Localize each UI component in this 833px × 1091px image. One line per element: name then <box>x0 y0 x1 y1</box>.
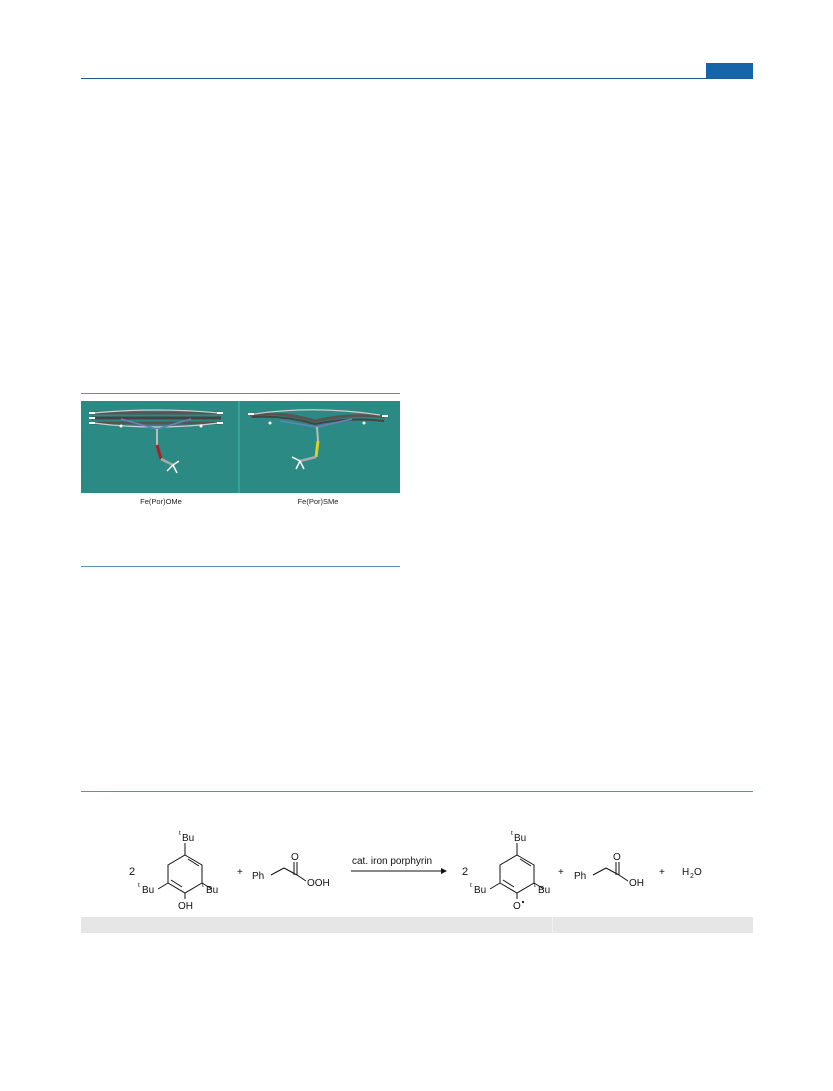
arrow-label: cat. iron porphyrin <box>352 856 432 867</box>
water-h: H <box>682 867 689 878</box>
figure-label-right: Fe(Por)SMe <box>297 497 339 506</box>
figure-rule-top <box>81 393 400 394</box>
peracid-carbonyl-o: O <box>291 852 299 863</box>
plus-3: + <box>659 867 665 878</box>
reaction-scheme: 2 t Bu t Bu t Bu OH + Ph O OOH cat. iron… <box>129 830 702 912</box>
panel-separator <box>238 401 240 493</box>
peracid-ooh: OOH <box>307 878 330 889</box>
phenol-tbu-left: Bu <box>142 885 154 896</box>
scheme-rule <box>81 791 753 792</box>
svg-text:t: t <box>138 882 140 889</box>
phenoxyl-tbu-top: Bu <box>514 833 526 844</box>
phenoxyl-structure <box>489 843 545 899</box>
water-o: O <box>694 867 702 878</box>
phenol-oh: OH <box>178 901 193 912</box>
phenoxyl-tbu-right: Bu <box>538 885 550 896</box>
scheme-caption-bar-divider <box>552 917 553 933</box>
svg-text:t: t <box>534 882 536 889</box>
phenol-tbu-top: Bu <box>182 833 194 844</box>
water-subscript: 2 <box>690 873 694 880</box>
figure-label-left: Fe(Por)OMe <box>140 497 182 506</box>
radical-dot <box>521 900 525 904</box>
phenoxyl-tbu-left: Bu <box>474 885 486 896</box>
plus-1: + <box>237 867 243 878</box>
acid-carbonyl-o: O <box>613 852 621 863</box>
phenol-tbu-right: Bu <box>206 885 218 896</box>
fe-por-sme-structure <box>248 409 388 470</box>
acid-structure <box>592 862 629 882</box>
plus-2: + <box>558 867 564 878</box>
coefficient-left: 2 <box>129 866 135 878</box>
phenol-structure <box>157 843 213 899</box>
svg-text:t: t <box>511 830 513 837</box>
acid-oh: OH <box>629 878 644 889</box>
figure-rule-bottom <box>81 566 400 567</box>
header-rule <box>81 78 753 79</box>
phenoxyl-o: O <box>513 901 521 912</box>
scheme-caption-bar <box>81 917 753 933</box>
figure-panels <box>81 401 400 493</box>
svg-text:t: t <box>179 830 181 837</box>
svg-text:t: t <box>202 882 204 889</box>
peracid-ph: Ph <box>252 871 264 882</box>
fe-por-ome-structure <box>89 409 223 474</box>
svg-text:t: t <box>470 882 472 889</box>
header-tab <box>706 63 753 78</box>
coefficient-right: 2 <box>462 866 468 878</box>
acid-ph: Ph <box>574 871 586 882</box>
peracid-structure <box>270 862 307 882</box>
